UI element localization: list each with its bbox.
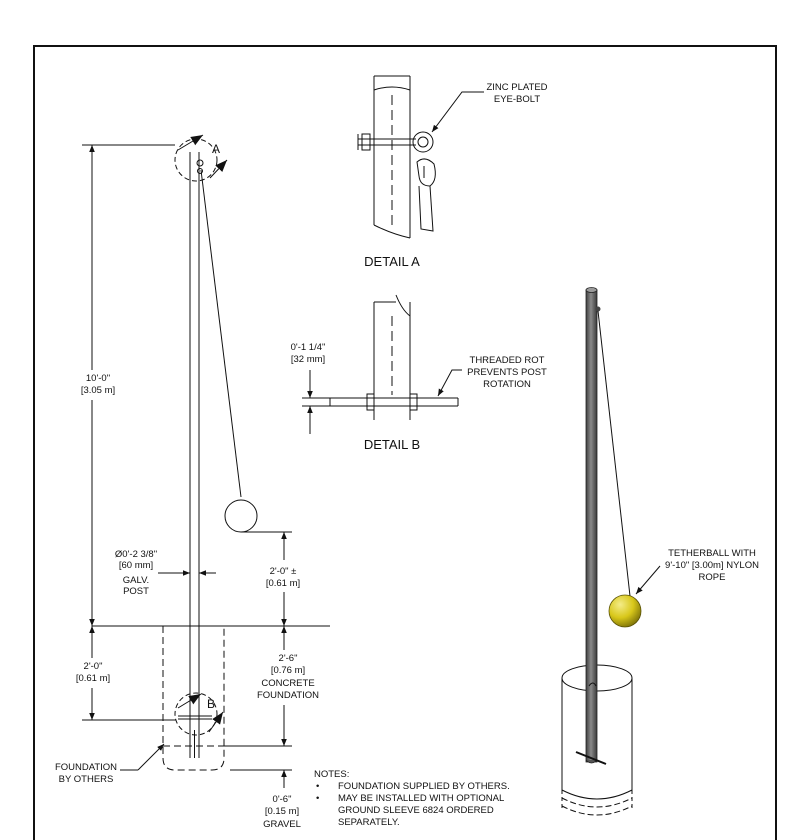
gravel-line-3: GRAVEL — [263, 819, 301, 830]
notes-heading: NOTES: — [314, 769, 349, 780]
isometric-view — [561, 287, 661, 816]
iso-callout-line-2: 9'-10" [3.00m] NYLON — [665, 560, 759, 571]
concrete-line-3: CONCRETE — [261, 678, 314, 689]
detail-b-dim-line-1: 0'-1 1/4" — [291, 342, 326, 353]
height-dim-line-2: [3.05 m] — [81, 385, 115, 396]
detail-a-callout-line-1: ZINC PLATED — [486, 82, 547, 93]
elevation-view — [82, 134, 330, 788]
detail-a-view — [357, 75, 484, 239]
concrete-line-1: 2'-6" — [279, 653, 298, 664]
note-2-line-2: GROUND SLEEVE 6824 ORDERED — [338, 805, 494, 816]
ball-height-line-1: 2'-0" ± — [270, 566, 297, 577]
height-dim-line-1: 10'-0" — [86, 373, 110, 384]
note-2-bullet: • — [316, 793, 319, 804]
detail-b-view — [302, 294, 462, 434]
note-2-line-3: SEPARATELY. — [338, 817, 400, 828]
gravel-line-1: 0'-6" — [273, 794, 292, 805]
detail-a-title: DETAIL A — [364, 254, 420, 269]
detail-a-callout-line-2: EYE-BOLT — [494, 94, 540, 105]
concrete-line-2: [0.76 m] — [271, 665, 305, 676]
post-dim-line-1: Ø0'-2 3/8" — [115, 549, 157, 560]
post-dim-line-4: POST — [123, 586, 149, 597]
tetherball-elevation — [224, 499, 258, 533]
foundation-label-line-2: BY OTHERS — [59, 774, 114, 785]
embed-dim-line-1: 2'-0" — [84, 661, 103, 672]
note-1-bullet: • — [316, 781, 319, 792]
marker-a-label: A — [212, 142, 220, 156]
detail-b-dim-line-2: [32 mm] — [291, 354, 325, 365]
detail-b-callout-line-3: ROTATION — [483, 379, 531, 390]
concrete-line-4: FOUNDATION — [257, 690, 319, 701]
foundation-label-line-1: FOUNDATION — [55, 762, 117, 773]
detail-b-title: DETAIL B — [364, 437, 420, 452]
embed-dim-line-2: [0.61 m] — [76, 673, 110, 684]
detail-b-callout-line-2: PREVENTS POST — [467, 367, 547, 378]
post-3d — [585, 289, 598, 763]
gravel-line-2: [0.15 m] — [265, 806, 299, 817]
note-2-line-1: MAY BE INSTALLED WITH OPTIONAL — [338, 793, 504, 804]
tetherball-3d — [608, 594, 642, 628]
drawing-border — [33, 45, 777, 840]
iso-callout-line-1: TETHERBALL WITH — [668, 548, 756, 559]
notes-block: NOTES: • FOUNDATION SUPPLIED BY OTHERS. … — [314, 769, 510, 828]
rope-3d — [597, 310, 631, 597]
detail-a-marker-circle — [174, 138, 218, 182]
iso-callout-line-3: ROPE — [699, 572, 726, 583]
note-1-line-1: FOUNDATION SUPPLIED BY OTHERS. — [338, 781, 510, 792]
rope-line — [200, 169, 242, 498]
post-dim-line-2: [60 mm] — [119, 560, 153, 571]
post-dim-line-3: GALV. — [123, 575, 149, 586]
marker-b-label: B — [207, 697, 215, 711]
detail-b-callout-line-1: THREADED ROT — [470, 355, 545, 366]
ball-height-line-2: [0.61 m] — [266, 578, 300, 589]
concrete-foundation — [162, 626, 225, 771]
